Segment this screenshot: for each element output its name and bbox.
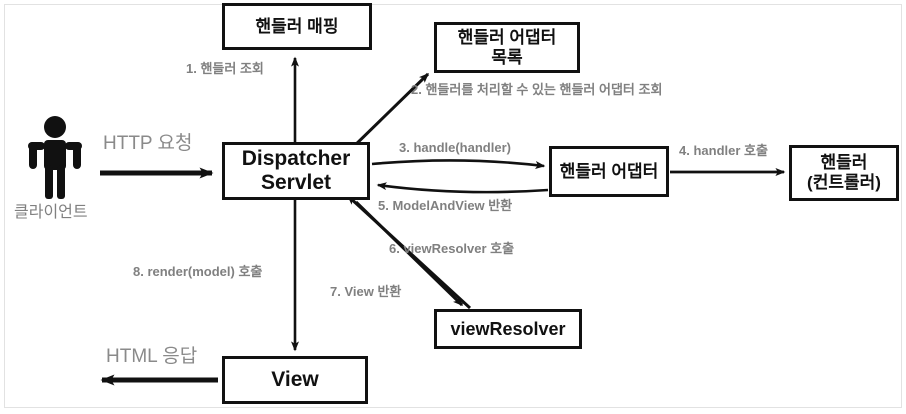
edge-label-step-8: 8. render(model) 호출 [133, 264, 263, 279]
edge-label-step-5: 5. ModelAndView 반환 [378, 198, 513, 213]
edge-label-html-response: HTML 응답 [106, 346, 198, 367]
node-handler-controller[interactable]: 핸들러 (컨트롤러) [789, 145, 899, 201]
edge-label-step-3: 3. handle(handler) [399, 140, 511, 155]
edge-label-http-request: HTTP 요청 [103, 133, 193, 154]
edge-label-step-6: 6. viewResolver 호출 [389, 241, 515, 256]
node-handler-mapping[interactable]: 핸들러 매핑 [222, 3, 372, 50]
node-view-resolver[interactable]: viewResolver [434, 309, 582, 349]
actor-label: 클라이언트 [14, 204, 88, 221]
edge-label-step-2: 2. 핸들러를 처리할 수 있는 핸들러 어댑터 조회 [411, 82, 663, 97]
node-handler-adapter[interactable]: 핸들러 어댑터 [549, 146, 669, 197]
node-dispatcher-servlet[interactable]: Dispatcher Servlet [222, 142, 370, 200]
node-view[interactable]: View [222, 356, 368, 404]
node-handler-adapter-list[interactable]: 핸들러 어댑터 목록 [434, 22, 580, 73]
person-icon [28, 116, 82, 199]
edge-label-step-7: 7. View 반환 [330, 284, 402, 299]
edge-label-step-1: 1. 핸들러 조회 [186, 61, 264, 76]
edge-label-step-4: 4. handler 호출 [679, 143, 768, 158]
